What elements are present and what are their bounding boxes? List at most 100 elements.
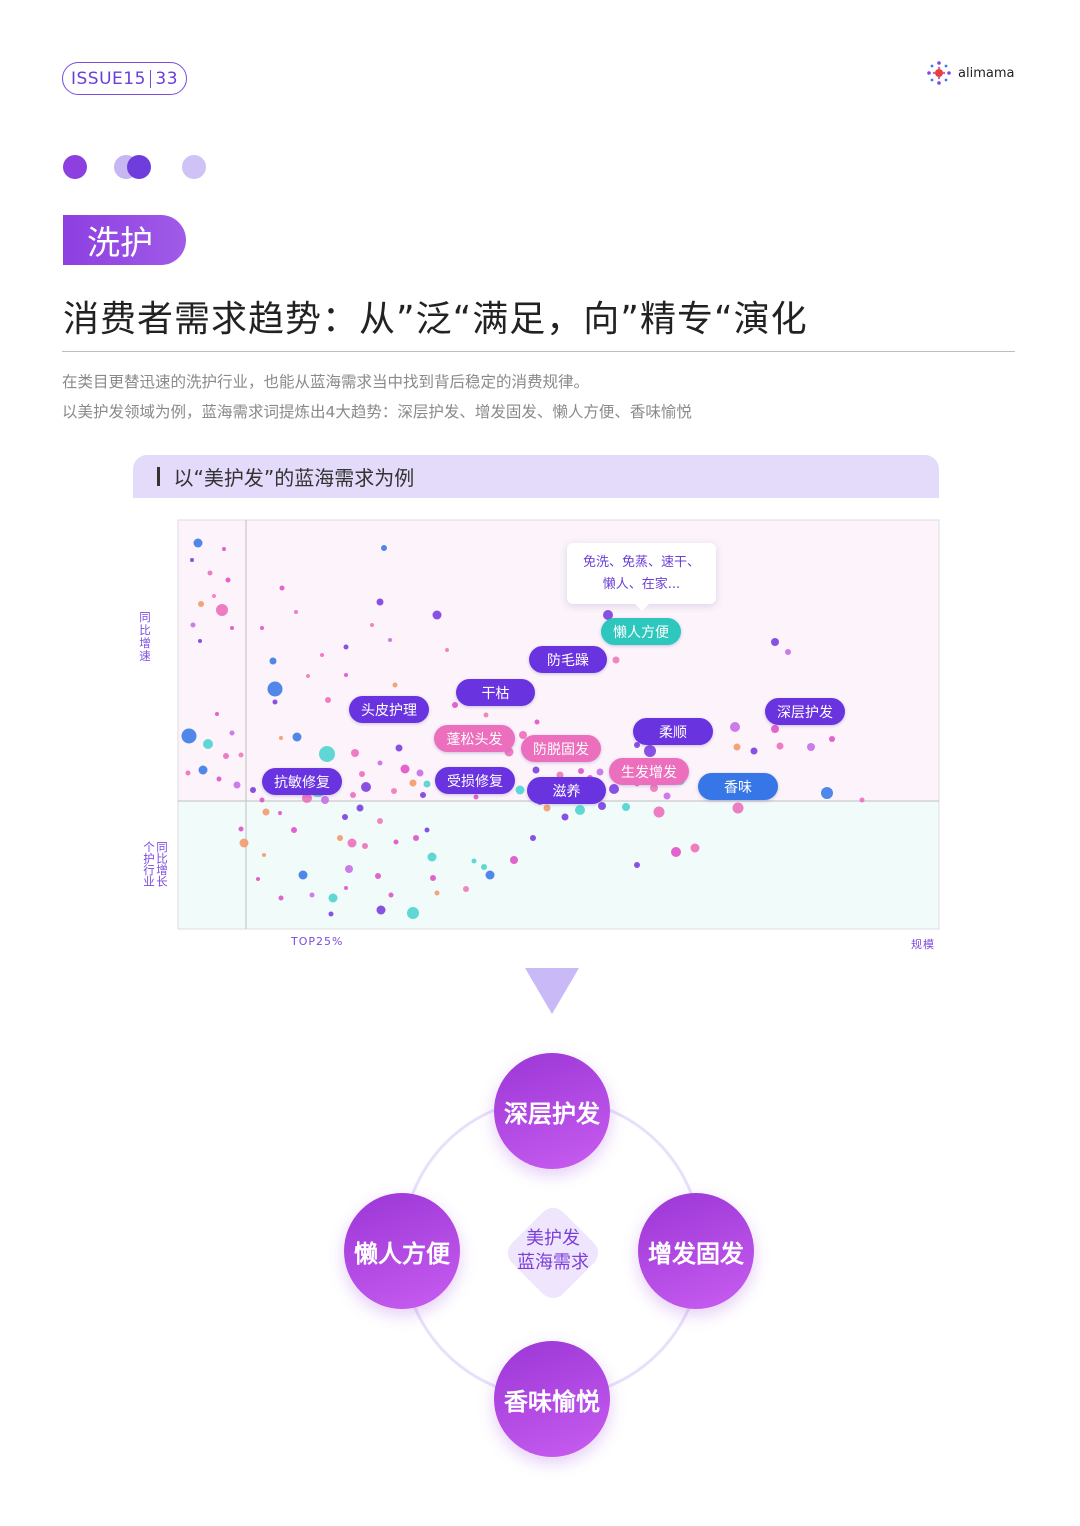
trend-node-hair-growth: 增发固发 xyxy=(638,1193,754,1309)
scatter-point xyxy=(434,890,440,896)
scatter-point xyxy=(238,826,244,832)
scatter-point xyxy=(603,610,613,620)
scatter-point xyxy=(309,892,315,898)
scatter-point xyxy=(634,742,640,748)
scatter-point xyxy=(395,744,403,752)
scatter-point xyxy=(388,638,392,642)
scatter-point xyxy=(807,743,815,751)
label-smooth: 柔顺 xyxy=(633,718,713,745)
scatter-point xyxy=(223,753,229,759)
scatter-point xyxy=(556,771,564,779)
scatter-point xyxy=(596,768,604,776)
scatter-point xyxy=(375,873,381,879)
decor-dot xyxy=(182,155,206,179)
scatter-point xyxy=(644,745,656,757)
scatter-point xyxy=(278,811,282,815)
alimama-mark-icon xyxy=(927,61,951,85)
plot-frame xyxy=(177,519,940,930)
section-tag: 洗护 xyxy=(63,215,186,265)
scatter-point xyxy=(229,730,235,736)
scatter-point xyxy=(325,697,331,703)
page-title: 消费者需求趋势：从”泛“满足，向”精专“演化 xyxy=(63,299,808,340)
scatter-point xyxy=(344,673,348,677)
scatter-point xyxy=(483,712,489,718)
scatter-point xyxy=(413,835,419,841)
callout-line-1: 免洗、免蒸、速干、 xyxy=(582,555,700,570)
label-damage-repair: 受损修复 xyxy=(435,767,515,794)
label-anti-allergy: 抗敏修复 xyxy=(262,768,342,795)
scatter-point xyxy=(319,746,335,762)
trend-node-lazy-convenience: 懒人方便 xyxy=(344,1193,460,1309)
scatter-point xyxy=(272,699,278,705)
scatter-point xyxy=(279,585,285,591)
down-arrow-icon xyxy=(525,968,579,1014)
scatter-point xyxy=(481,864,487,870)
scatter-point xyxy=(193,538,203,548)
scatter-point xyxy=(730,722,740,732)
heading-bar xyxy=(157,467,160,486)
decor-dot xyxy=(127,155,151,179)
lower-quadrant xyxy=(178,801,939,929)
scatter-point xyxy=(239,838,249,848)
scatter-point xyxy=(230,626,234,630)
scatter-point xyxy=(519,731,527,739)
scatter-point xyxy=(473,794,479,800)
scatter-point xyxy=(362,843,368,849)
scatter-point xyxy=(609,784,619,794)
center-line-1: 美护发 xyxy=(526,1228,580,1249)
scatter-point xyxy=(671,847,681,857)
scatter-point xyxy=(262,853,266,857)
scatter-point xyxy=(344,886,348,890)
callout-tail xyxy=(635,604,649,611)
scatter-point xyxy=(393,839,399,845)
scatter-point xyxy=(423,780,431,788)
scatter-point xyxy=(343,644,349,650)
callout-line-2: 懒人、在家... xyxy=(602,577,681,592)
description-line-2: 以美护发领域为例，蓝海需求词提炼出4大趋势：深层护发、增发固发、懒人方便、香味愉… xyxy=(62,403,692,421)
scatter-point xyxy=(198,601,204,607)
scatter-point xyxy=(342,814,348,820)
scatter-point xyxy=(222,547,226,551)
label-lazy-convenience: 懒人方便 xyxy=(601,618,681,645)
scatter-point xyxy=(430,875,436,881)
scatter-point xyxy=(207,570,213,576)
scatter-point xyxy=(750,747,758,755)
label-dry: 干枯 xyxy=(456,679,535,706)
scatter-point xyxy=(328,911,334,917)
scatter-point xyxy=(653,806,665,818)
scatter-point xyxy=(771,638,779,646)
scatter-point xyxy=(225,577,231,583)
scatter-point xyxy=(598,802,606,810)
trend-center: 美护发 蓝海需求 xyxy=(502,1202,604,1304)
scatter-point xyxy=(771,725,779,733)
callout-tooltip: 免洗、免蒸、速干、 懒人、在家... xyxy=(567,543,716,611)
scatter-point xyxy=(259,797,265,803)
scatter-point xyxy=(388,892,394,898)
scatter-point xyxy=(485,870,495,880)
scatter-point xyxy=(198,639,202,643)
issue-number: ISSUE15 xyxy=(70,68,146,89)
scatter-point xyxy=(400,764,410,774)
scatter-point xyxy=(267,681,283,697)
scatter-point xyxy=(543,804,551,812)
scatter-point xyxy=(359,771,365,777)
x-axis-label-top25: TOP25% xyxy=(291,935,344,948)
scatter-point xyxy=(732,802,744,814)
scatter-point xyxy=(634,862,640,868)
scatter-point xyxy=(302,793,312,803)
alimama-logo: alimama xyxy=(924,58,1014,88)
scatter-point xyxy=(463,886,469,892)
scatter-point xyxy=(294,610,298,614)
scatter-point xyxy=(361,782,371,792)
scatter-point xyxy=(347,838,357,848)
scatter-point xyxy=(198,765,208,775)
scatter-point xyxy=(370,623,374,627)
label-hair-growth: 生发增发 xyxy=(609,758,689,785)
y-axis-label-bottom-text: 同比增长个护行业 xyxy=(142,841,169,887)
scatter-point xyxy=(321,796,329,804)
scatter-point xyxy=(190,558,194,562)
center-line-2: 蓝海需求 xyxy=(517,1252,589,1273)
scatter-point xyxy=(829,736,835,742)
chart-heading-text: 以“美护发”的蓝海需求为例 xyxy=(173,466,415,490)
scatter-point xyxy=(391,788,397,794)
